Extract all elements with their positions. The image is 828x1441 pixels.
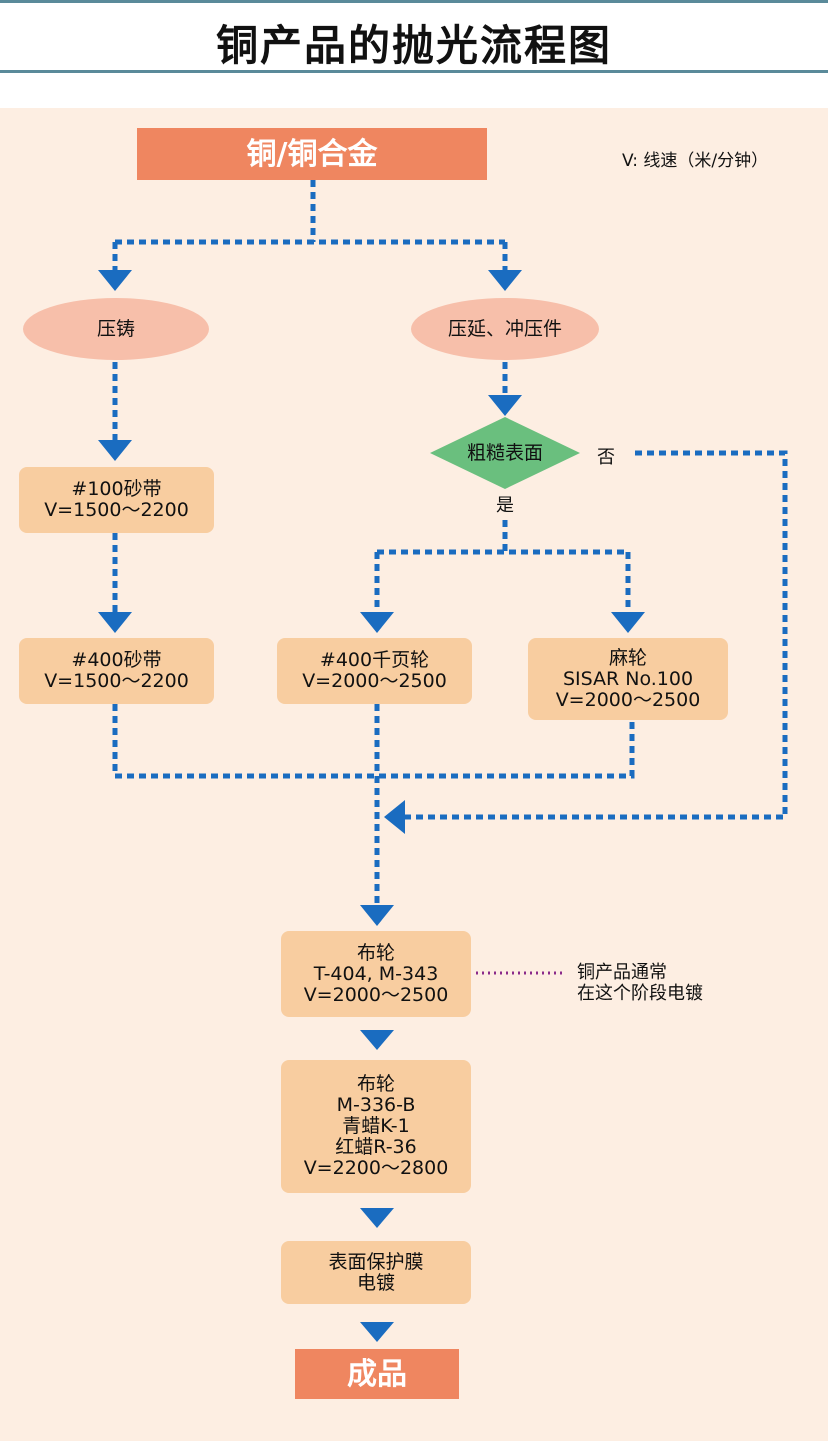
arrowhead-belt100 — [98, 440, 132, 461]
arrowhead-left-split — [98, 270, 132, 291]
cloth2-speed: V=2200～2800 — [303, 1157, 449, 1179]
branch-yes-label: 是 — [496, 495, 514, 516]
belt100-grit: #100砂带 — [71, 478, 162, 500]
start-node: 铜/铜合金 — [137, 128, 487, 180]
connector-start-split — [112, 180, 508, 270]
plating-note-line-1: 铜产品通常 — [577, 962, 667, 983]
cloth2-spec: M-336-B — [336, 1094, 416, 1116]
rolled-stamped-node: 压延、冲压件 — [411, 298, 599, 360]
plating-note-line-2: 在这个阶段电镀 — [577, 983, 703, 1004]
decision-diamond — [430, 417, 580, 489]
belt100-node: #100砂带 V=1500～2200 — [19, 467, 214, 533]
legend-velocity: V: 线速（米/分钟） — [622, 151, 769, 171]
sisal-node: 麻轮 SISAR No.100 V=2000～2500 — [528, 638, 728, 720]
title-bottom-rule — [0, 70, 828, 73]
flap400-grit: #400千页轮 — [319, 649, 430, 671]
sisal-spec: SISAR No.100 — [562, 667, 694, 690]
belt400-node: #400砂带 V=1500～2200 — [19, 638, 214, 704]
title-top-rule — [0, 0, 828, 3]
arrowhead-film — [360, 1208, 394, 1228]
branch-no-label: 否 — [597, 447, 615, 468]
flap400-node: #400千页轮 V=2000～2500 — [277, 638, 472, 704]
cloth-wheel-2-node: 布轮 M-336-B 青蜡K-1 红蜡R-36 V=2200～2800 — [281, 1060, 471, 1193]
plating-note: 铜产品通常 在这个阶段电镀 — [577, 962, 703, 1004]
arrowhead-cloth2 — [360, 1030, 394, 1050]
cloth1-type: 布轮 — [356, 941, 395, 964]
arrowhead-cloth1 — [360, 905, 394, 926]
page-title: 铜产品的抛光流程图 — [215, 21, 612, 70]
film-plating-node: 表面保护膜 电镀 — [281, 1241, 471, 1304]
arrowhead-sisal — [611, 612, 645, 633]
arrowhead-end — [360, 1322, 394, 1342]
belt400-grit: #400砂带 — [71, 649, 162, 671]
arrowhead-flap400 — [360, 612, 394, 633]
decision-label: 粗糙表面 — [466, 441, 543, 464]
film-line-2: 电镀 — [356, 1271, 395, 1294]
connector-merge — [112, 704, 635, 905]
cloth2-compound-1: 青蜡K-1 — [342, 1115, 410, 1137]
cloth2-compound-2: 红蜡R-36 — [335, 1136, 417, 1158]
film-line-1: 表面保护膜 — [328, 1250, 424, 1273]
connector-no-bypass — [405, 450, 788, 820]
flap400-speed: V=2000～2500 — [302, 670, 447, 692]
cloth1-spec: T-404, M-343 — [313, 962, 439, 985]
cloth-wheel-1-node: 布轮 T-404, M-343 V=2000～2500 — [281, 931, 471, 1017]
arrowhead-right-split — [488, 270, 522, 291]
sisal-speed: V=2000～2500 — [555, 688, 701, 711]
belt100-speed: V=1500～2200 — [44, 499, 189, 521]
end-node: 成品 — [295, 1349, 459, 1399]
cloth2-type: 布轮 — [356, 1073, 395, 1095]
arrowhead-decision — [488, 395, 522, 416]
sisal-type: 麻轮 — [608, 646, 647, 669]
arrowhead-bypass — [384, 800, 405, 834]
cloth1-speed: V=2000～2500 — [303, 983, 449, 1006]
connector-yes-split — [374, 520, 631, 612]
arrowhead-belt400 — [98, 612, 132, 633]
belt400-speed: V=1500～2200 — [44, 670, 189, 692]
casting-node: 压铸 — [23, 298, 209, 360]
